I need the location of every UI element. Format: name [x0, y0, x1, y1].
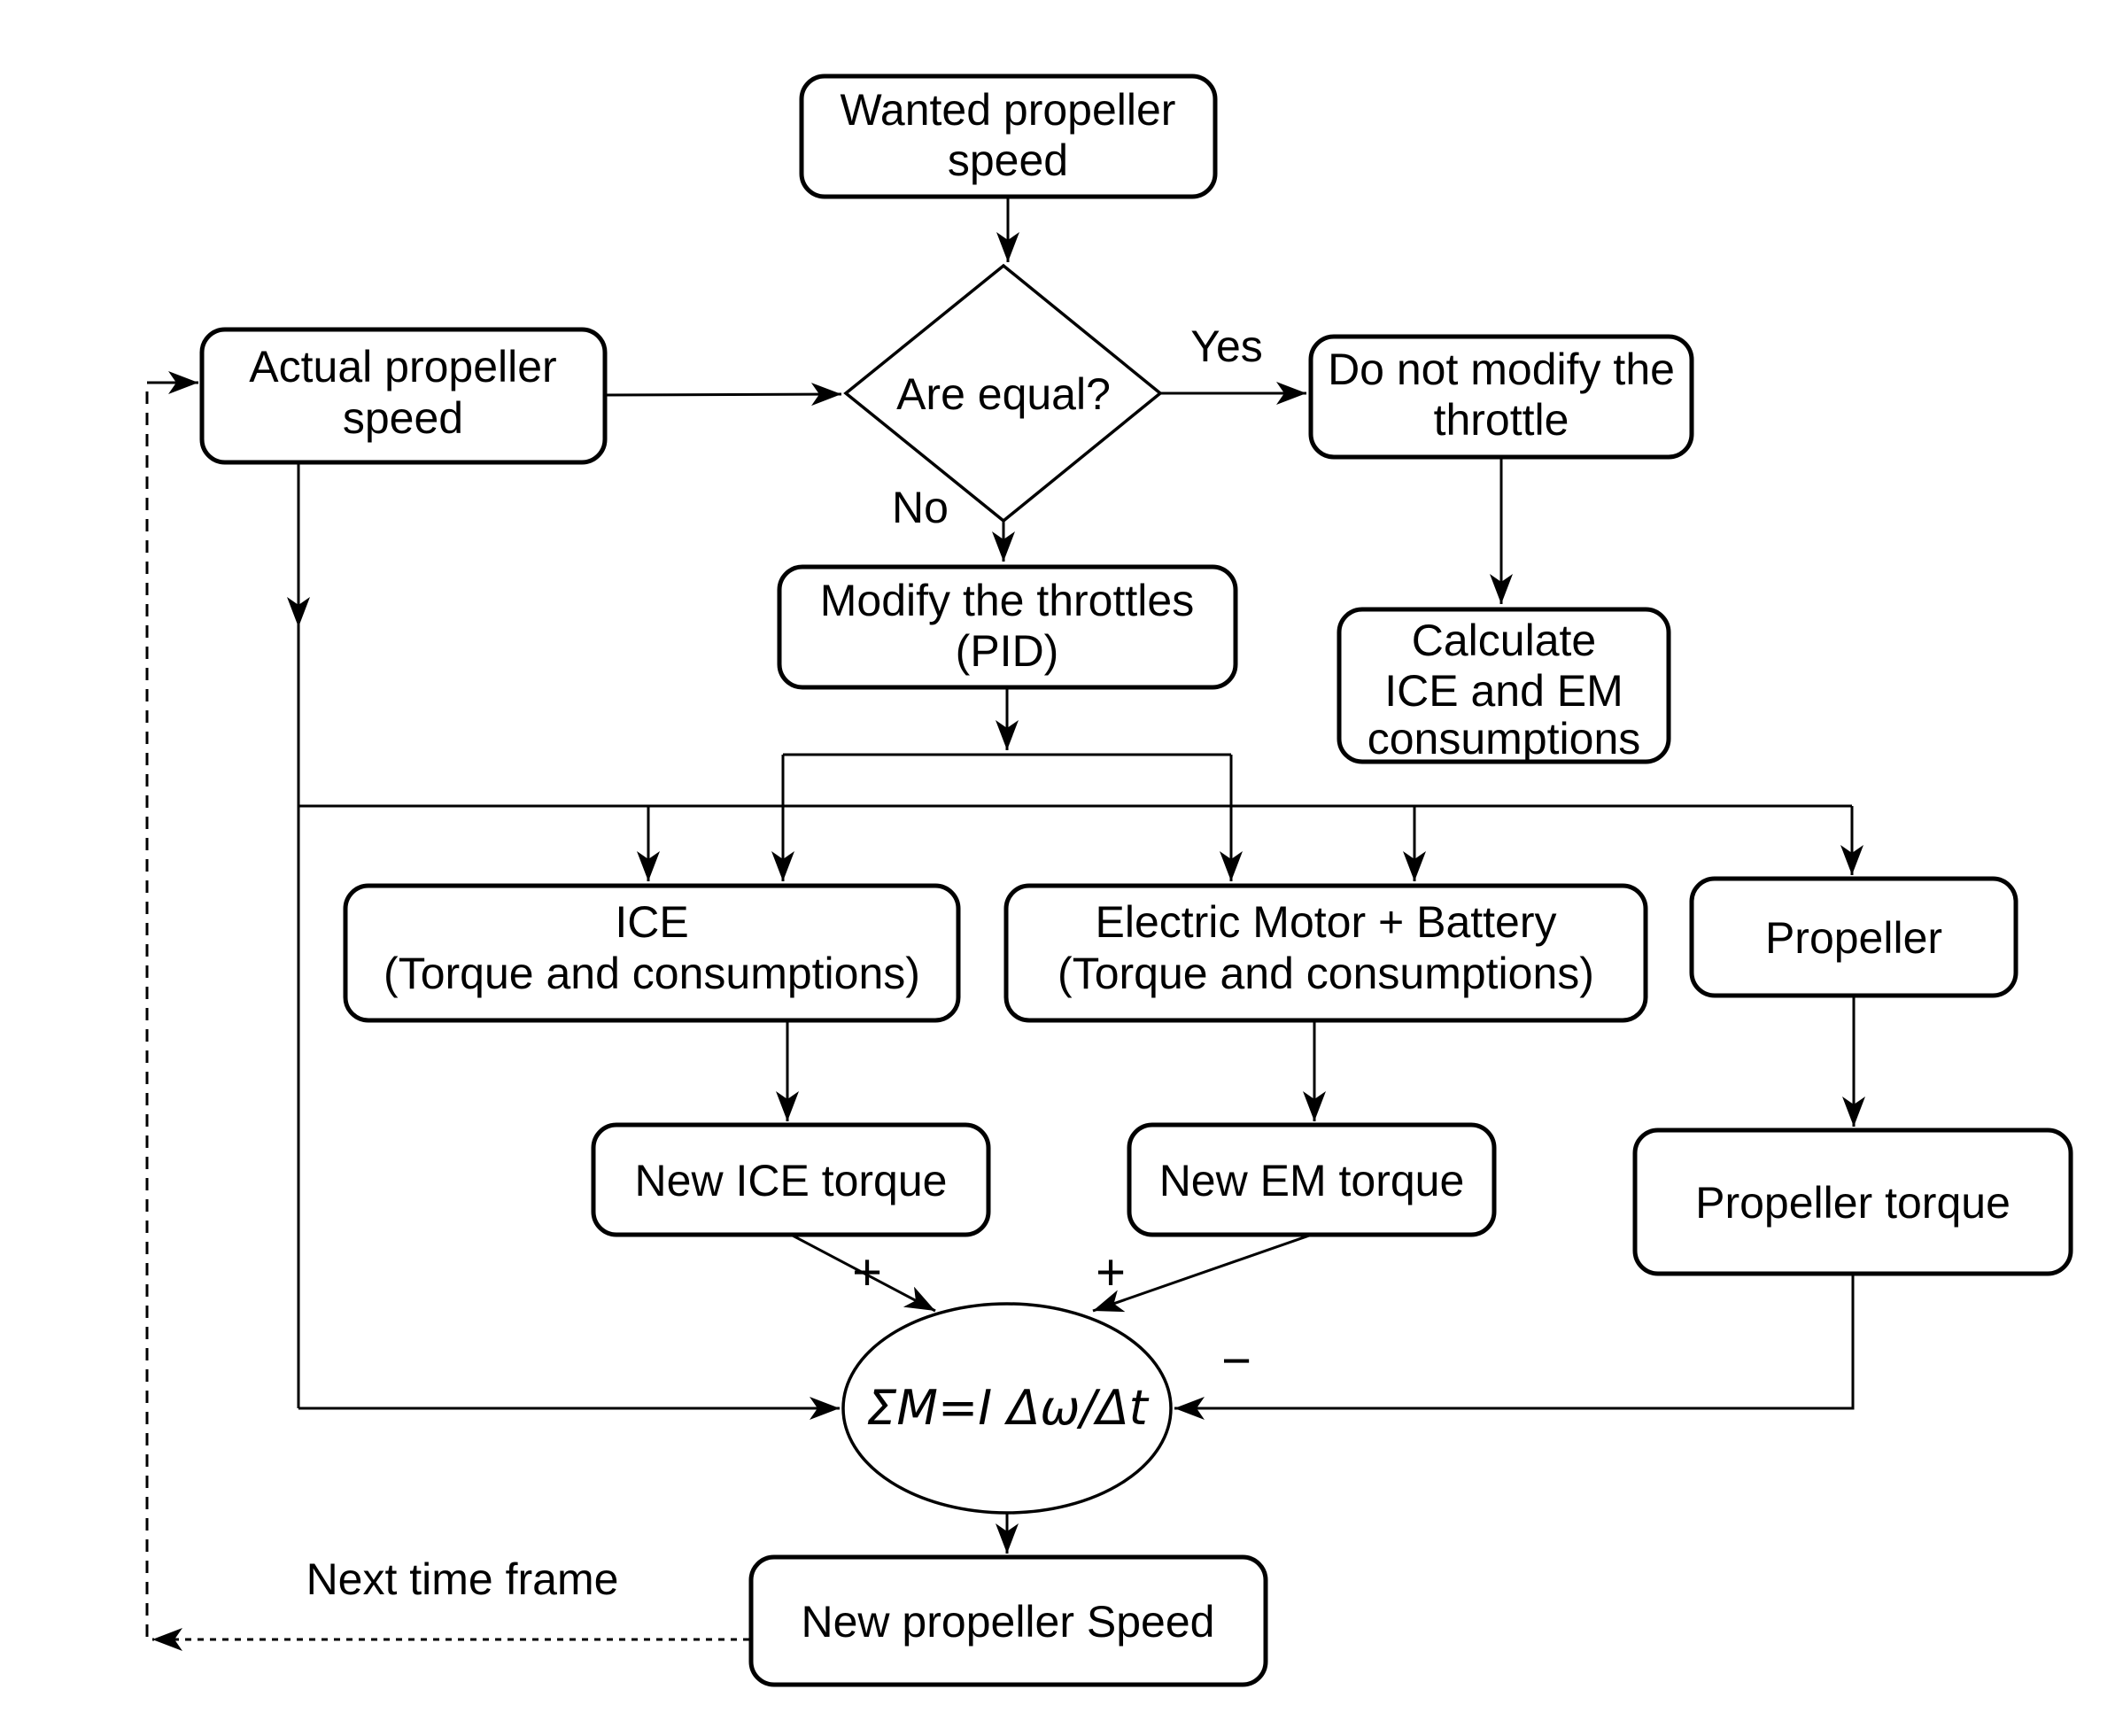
node-propeller: Propeller — [1689, 876, 2018, 998]
node-new-propeller-speed: New propeller Speed — [748, 1554, 1268, 1687]
edge-label-minus-propeller: − — [1221, 1332, 1251, 1390]
node-electric-motor-battery: Electric Motor + Battery (Torque and con… — [1003, 883, 1648, 1023]
node-modify-throttles-pid: Modify the throttles (PID) — [777, 564, 1238, 690]
node-wanted-propeller-speed-line2: speed — [948, 136, 1068, 185]
node-propeller-label: Propeller — [1765, 913, 1942, 963]
node-em-line1: Electric Motor + Battery — [1096, 897, 1557, 947]
node-sum-junction-formula: ΣM=I Δω/Δt — [866, 1380, 1149, 1436]
node-ice-line1: ICE — [615, 897, 688, 947]
node-calculate-line1: Calculate — [1412, 616, 1596, 665]
edge-label-yes: Yes — [1190, 322, 1263, 371]
node-actual-propeller-speed: Actual propeller speed — [199, 327, 608, 465]
node-are-equal-label: Are equal? — [896, 369, 1111, 419]
node-new-ice-torque-label: New ICE torque — [635, 1156, 948, 1205]
arrow-new-ice-torque-to-sum — [790, 1233, 936, 1313]
node-ice: ICE (Torque and consumptions) — [343, 883, 961, 1023]
node-modify-line2: (PID) — [956, 626, 1059, 676]
node-ice-line2: (Torque and consumptions) — [384, 949, 920, 998]
arrow-actual-to-decision — [604, 383, 842, 407]
node-wanted-propeller-speed: Wanted propeller speed — [799, 74, 1218, 199]
node-new-em-torque-label: New EM torque — [1159, 1156, 1465, 1205]
arrow-new-em-torque-to-sum — [1092, 1233, 1313, 1313]
node-calculate-line2: ICE and EM — [1384, 666, 1623, 716]
node-new-em-torque: New EM torque — [1127, 1122, 1497, 1237]
edge-label-next-time-frame: Next time frame — [306, 1554, 619, 1604]
edge-label-no: No — [892, 483, 949, 532]
node-modify-line1: Modify the throttles — [820, 576, 1194, 625]
node-calculate-consumptions: Calculate ICE and EM consumptions — [1337, 607, 1671, 764]
node-calculate-line3: consumptions — [1368, 714, 1641, 763]
node-propeller-torque: Propeller torque — [1632, 1128, 2073, 1276]
arrow-propeller-torque-to-sum — [1174, 1274, 1855, 1420]
node-wanted-propeller-speed-line1: Wanted propeller — [841, 85, 1176, 135]
node-em-line2: (Torque and consumptions) — [1058, 949, 1594, 998]
edge-label-plus-ice: + — [852, 1244, 882, 1301]
node-sum-junction: ΣM=I Δω/Δt — [841, 1302, 1173, 1515]
node-do-not-modify-line2: throttle — [1434, 395, 1569, 445]
node-new-propeller-speed-label: New propeller Speed — [802, 1597, 1215, 1647]
node-do-not-modify-throttle: Do not modify the throttle — [1308, 334, 1694, 460]
node-actual-propeller-speed-line2: speed — [343, 393, 463, 443]
node-propeller-torque-label: Propeller torque — [1695, 1178, 2011, 1228]
node-new-ice-torque: New ICE torque — [591, 1122, 991, 1237]
node-actual-propeller-speed-line1: Actual propeller — [249, 342, 556, 391]
edge-label-plus-em: + — [1096, 1244, 1126, 1301]
node-do-not-modify-line1: Do not modify the — [1328, 345, 1675, 394]
